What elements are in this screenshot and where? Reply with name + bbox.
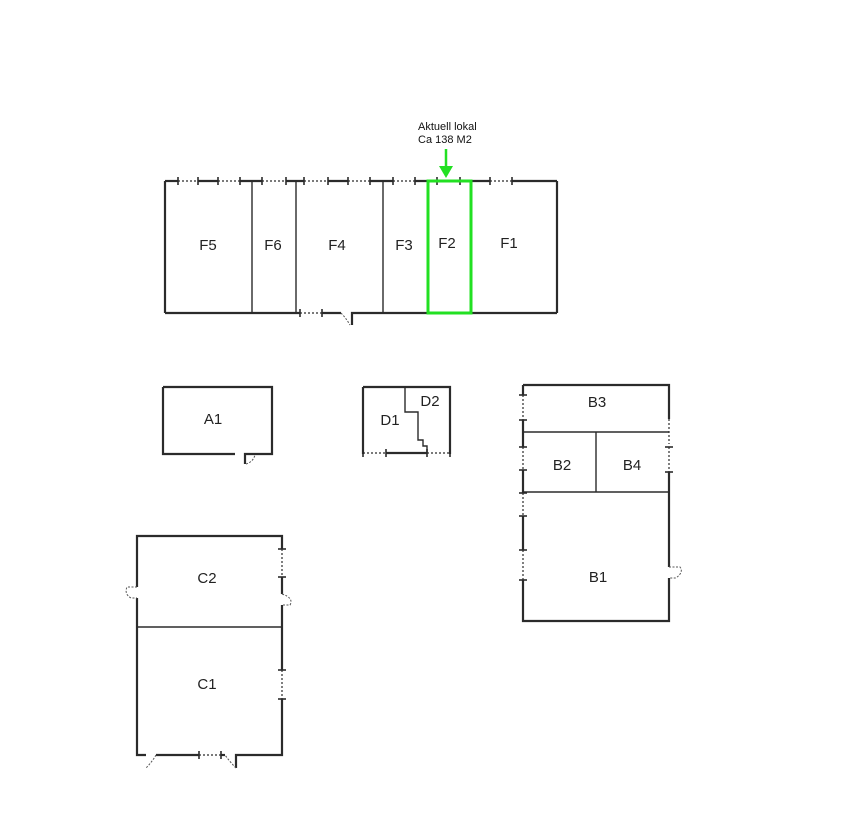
room-c1: C1 <box>197 676 216 693</box>
room-f6: F6 <box>264 237 282 254</box>
room-b4: B4 <box>623 457 641 474</box>
arrow-down-icon <box>439 149 453 178</box>
room-f1: F1 <box>500 235 518 252</box>
building-b: B3 B2 B4 B1 <box>519 383 682 623</box>
room-b3: B3 <box>588 394 606 411</box>
room-d2: D2 <box>420 393 439 410</box>
room-a1: A1 <box>204 411 222 428</box>
room-d1: D1 <box>380 412 399 429</box>
annotation-area: Ca 138 M2 <box>418 134 472 146</box>
building-f: F5 F6 F4 F3 F2 F1 <box>163 177 559 326</box>
room-f2: F2 <box>438 235 456 252</box>
room-f3: F3 <box>395 237 413 254</box>
room-c2: C2 <box>197 570 216 587</box>
highlighted-room-f2 <box>426 179 473 315</box>
room-f4: F4 <box>328 237 346 254</box>
building-a: A1 <box>161 385 274 465</box>
building-c: C2 C1 <box>125 534 292 769</box>
current-premises-annotation: Aktuell lokal Ca 138 M2 <box>418 121 477 147</box>
room-b2: B2 <box>553 457 571 474</box>
annotation-title: Aktuell lokal <box>418 121 477 133</box>
room-f5: F5 <box>199 237 217 254</box>
building-d: D1 D2 <box>361 385 452 457</box>
room-b1: B1 <box>589 569 607 586</box>
